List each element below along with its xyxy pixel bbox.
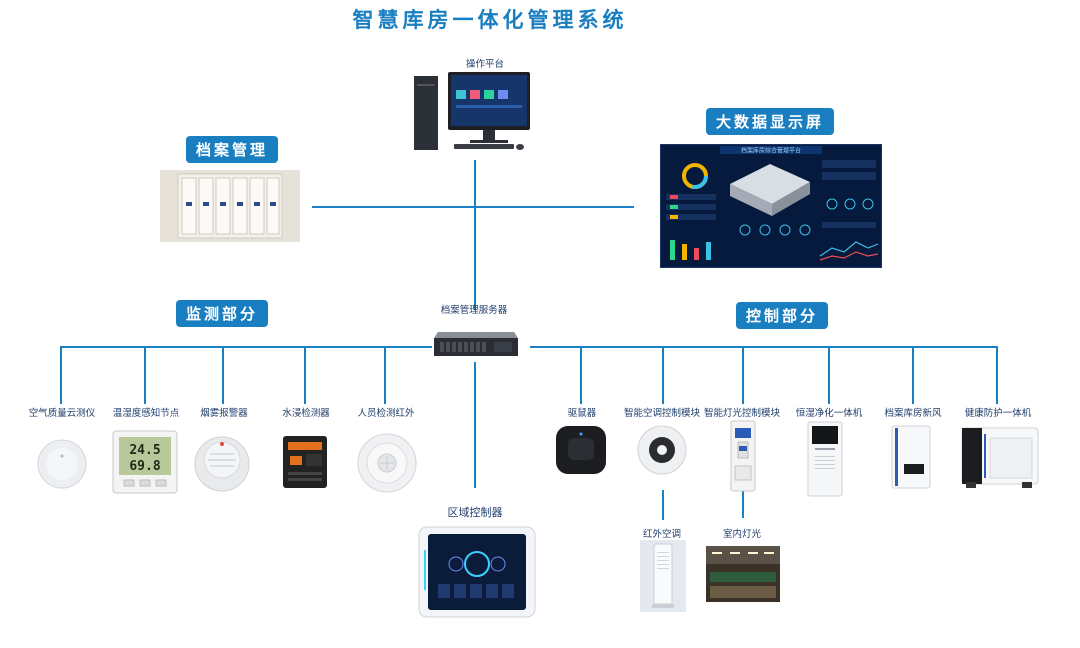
control-device-label: 智能空调控制模块 bbox=[623, 408, 700, 419]
control-drop bbox=[580, 346, 582, 404]
control-device-label: 健康防护一体机 bbox=[964, 408, 1032, 419]
pir-sensor-icon bbox=[356, 432, 418, 494]
control-device-label: 驱鼠器 bbox=[567, 408, 597, 419]
zone-controller-panel-image bbox=[418, 526, 536, 618]
monitor-device-label: 人员检测红外 bbox=[357, 408, 415, 419]
control-device-label: 档案库房新风 bbox=[884, 408, 942, 419]
control-drop bbox=[912, 346, 914, 404]
archive-mgmt-header: 档案管理 bbox=[186, 136, 279, 163]
control-drop bbox=[742, 346, 744, 404]
monitor-device-label: 水浸检测器 bbox=[282, 408, 330, 419]
control-drop bbox=[996, 346, 998, 404]
rodent-repeller-icon bbox=[554, 424, 608, 476]
indoor-light-label: 室内灯光 bbox=[722, 529, 761, 540]
operation-platform-label: 操作平台 bbox=[465, 59, 504, 70]
trunk-line-lower bbox=[474, 362, 476, 488]
dashboard-screen-image: 档案库房综合管理平台 bbox=[659, 143, 883, 269]
humidity-readout: 69.8 bbox=[129, 459, 160, 474]
health-protection-unit-icon bbox=[960, 424, 1040, 490]
zone-controller-label: 区域控制器 bbox=[447, 506, 503, 519]
monitor-bus-line bbox=[60, 346, 432, 348]
control-device-label: 智能灯光控制模块 bbox=[703, 408, 780, 419]
ac-sub-line bbox=[662, 490, 664, 520]
top-horizontal-line bbox=[312, 206, 634, 208]
monitor-drop bbox=[222, 346, 224, 404]
humidity-purifier-icon bbox=[806, 420, 844, 498]
control-drop bbox=[828, 346, 830, 404]
monitor-drop bbox=[304, 346, 306, 404]
monitor-device-label: 温湿度感知节点 bbox=[112, 408, 180, 419]
ac-unit-image bbox=[640, 540, 686, 612]
server-icon bbox=[432, 330, 520, 358]
fresh-air-unit-icon bbox=[890, 424, 932, 490]
computer-icon bbox=[412, 70, 532, 152]
monitor-drop bbox=[60, 346, 62, 404]
monitor-section-header: 监测部分 bbox=[176, 300, 269, 327]
monitor-drop bbox=[144, 346, 146, 404]
monitor-device-label: 烟雾报警器 bbox=[200, 408, 248, 419]
temp-readout: 24.5 bbox=[129, 443, 160, 458]
indoor-light-image bbox=[706, 546, 780, 602]
air-quality-sensor-icon bbox=[36, 438, 88, 490]
ac-unit-label: 红外空调 bbox=[642, 529, 681, 540]
control-section-header: 控制部分 bbox=[736, 302, 829, 329]
big-screen-header: 大数据显示屏 bbox=[706, 108, 835, 135]
ac-controller-icon bbox=[634, 424, 690, 476]
monitor-device-label: 空气质量云测仪 bbox=[28, 408, 96, 419]
control-device-label: 恒湿净化一体机 bbox=[795, 408, 863, 419]
control-bus-line bbox=[530, 346, 998, 348]
archive-cabinet-image bbox=[160, 170, 300, 242]
server-label: 档案管理服务器 bbox=[440, 305, 508, 316]
screen-header-text: 档案库房综合管理平台 bbox=[741, 147, 801, 155]
light-control-module-icon bbox=[730, 420, 756, 492]
monitor-drop bbox=[384, 346, 386, 404]
page-title: 智慧库房一体化管理系统 bbox=[352, 8, 628, 32]
control-drop bbox=[662, 346, 664, 404]
smoke-detector-icon bbox=[192, 432, 252, 492]
trunk-line-upper bbox=[474, 160, 476, 310]
temp-humidity-sensor-icon: 24.5 69.8 bbox=[112, 430, 178, 494]
water-leak-detector-icon bbox=[280, 432, 330, 492]
light-sub-line bbox=[742, 490, 744, 518]
